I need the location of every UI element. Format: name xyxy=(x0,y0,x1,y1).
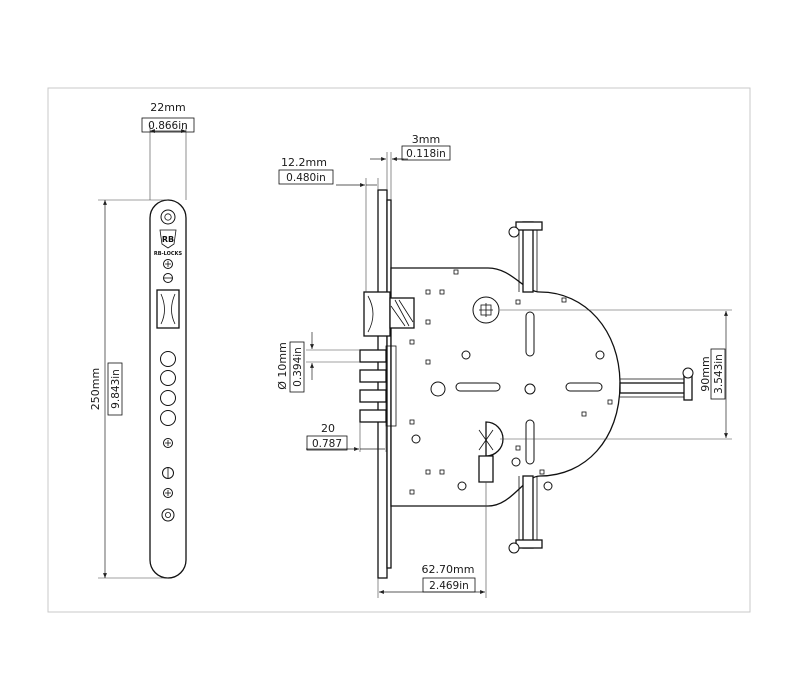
bolt-holes xyxy=(160,351,176,426)
dead-bolts xyxy=(359,345,397,427)
faceplate-width-dimension: 22mm 0.866in xyxy=(141,101,195,200)
bolt-hole-1 xyxy=(160,351,176,367)
vertical-rods xyxy=(508,221,543,554)
latch-opening xyxy=(156,289,180,329)
faceplate-length-mm: 250mm xyxy=(89,368,102,410)
plate-offset-mm: 12.2mm xyxy=(281,156,327,169)
guide-slots xyxy=(455,311,603,465)
rod-bottom xyxy=(522,475,534,549)
latch-bolt xyxy=(363,291,415,337)
dead-bolt-4 xyxy=(359,409,387,423)
faceplate-screw-hole-top xyxy=(160,209,176,225)
faceplate-cross-screw-1 xyxy=(163,259,173,269)
bolt-projection-mm: 20 xyxy=(321,422,335,435)
plate-offset-in: 0.480in xyxy=(286,172,326,184)
bolt-projection-in: 0.787 xyxy=(312,438,342,450)
spindle-hub xyxy=(472,296,500,324)
faceplate-thickness-dimension: 3mm 0.118in xyxy=(370,133,451,200)
bolt-projection-dimension: 20 0.787 xyxy=(306,422,387,452)
backset-dimension: 62.70mm 2.469in xyxy=(377,482,487,598)
faceplate-screw-hole-bottom xyxy=(161,508,175,522)
backset-in: 2.469in xyxy=(429,580,469,592)
faceplate-slot-screw-2 xyxy=(162,467,174,479)
plate-offset-dimension: 12.2mm 0.480in xyxy=(278,156,379,292)
center-distance-in: 3.543in xyxy=(713,354,725,394)
bolt-diameter-mm: Ø 10mm xyxy=(276,342,289,390)
case-holes xyxy=(409,269,613,495)
faceplate-slot-screw xyxy=(163,273,173,283)
backset-mm: 62.70mm xyxy=(422,563,475,576)
dead-bolt-2 xyxy=(359,369,387,383)
faceplate-front-view: RB RB-LOCKS xyxy=(149,199,187,579)
center-distance-mm: 90mm xyxy=(699,356,712,391)
brand-logo: RB RB-LOCKS xyxy=(154,229,183,257)
bolt-diameter-dimension: Ø 10mm 0.394in xyxy=(276,332,360,393)
faceplate-width-in: 0.866in xyxy=(148,120,188,132)
brand-name: RB-LOCKS xyxy=(154,251,183,257)
dead-bolt-1 xyxy=(359,349,387,363)
horizontal-rod xyxy=(619,367,694,401)
bolt-diameter-in: 0.394in xyxy=(292,347,304,387)
bolt-hole-2 xyxy=(160,370,176,386)
cylinder-cutout xyxy=(478,421,504,483)
faceplate-length-dimension: 250mm 9.843in xyxy=(89,199,168,579)
faceplate-cross-screw-2 xyxy=(163,438,173,448)
faceplate-thickness-in: 0.118in xyxy=(406,148,446,160)
rod-top xyxy=(522,221,534,293)
faceplate-cross-screw-3 xyxy=(163,488,173,498)
faceplate-thickness-mm: 3mm xyxy=(412,133,440,146)
logo-text: RB xyxy=(162,235,174,244)
dead-bolt-3 xyxy=(359,389,387,403)
faceplate-length-in: 9.843in xyxy=(110,369,122,409)
lock-body-side-view xyxy=(359,189,694,579)
center-distance-dimension: 90mm 3.543in xyxy=(500,309,732,440)
bolt-hole-4 xyxy=(160,410,176,426)
drawing-frame xyxy=(47,87,751,613)
bolt-hole-3 xyxy=(160,390,176,406)
faceplate-width-mm: 22mm xyxy=(150,101,185,114)
